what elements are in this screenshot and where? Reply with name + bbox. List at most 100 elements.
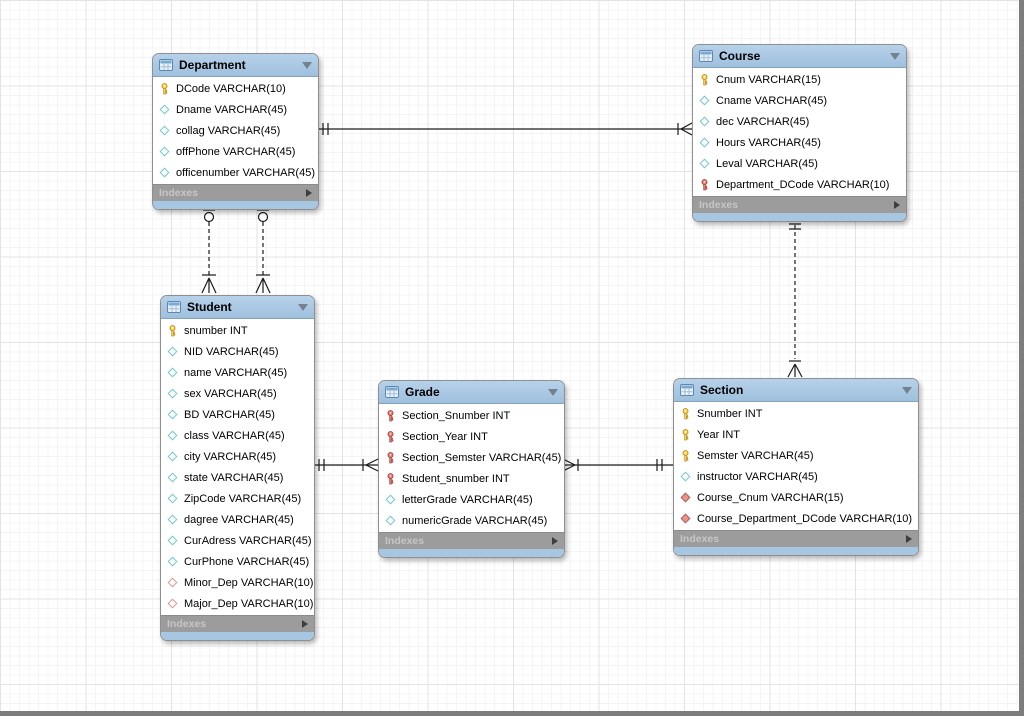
column-row[interactable]: BD VARCHAR(45) [161, 404, 314, 425]
relationship-student-grade[interactable] [313, 458, 379, 472]
column-row[interactable]: Cnum VARCHAR(15) [693, 69, 906, 90]
relationship-course-section[interactable] [787, 218, 803, 378]
column-row[interactable]: Year INT [674, 424, 918, 445]
column-row[interactable]: Minor_Dep VARCHAR(10) [161, 572, 314, 593]
column-label: name VARCHAR(45) [184, 366, 288, 379]
indexes-footer[interactable]: Indexes [693, 196, 906, 213]
column-row[interactable]: collag VARCHAR(45) [153, 120, 318, 141]
column-row[interactable]: Course_Department_DCode VARCHAR(10) [674, 508, 918, 529]
indexes-footer[interactable]: Indexes [674, 530, 918, 547]
column-row[interactable]: numericGrade VARCHAR(45) [379, 510, 564, 531]
collapse-arrow-icon[interactable] [902, 386, 912, 394]
column-icon [166, 430, 179, 441]
indexes-expand-icon[interactable] [306, 189, 312, 197]
table-title: Section [700, 383, 744, 397]
column-row[interactable]: Section_Snumber INT [379, 405, 564, 426]
column-row[interactable]: dagree VARCHAR(45) [161, 509, 314, 530]
column-label: Dname VARCHAR(45) [176, 103, 288, 116]
table-header[interactable]: Course [693, 45, 906, 68]
column-row[interactable]: Section_Year INT [379, 426, 564, 447]
column-row[interactable]: Hours VARCHAR(45) [693, 132, 906, 153]
column-row[interactable]: offPhone VARCHAR(45) [153, 141, 318, 162]
indexes-footer[interactable]: Indexes [153, 184, 318, 201]
indexes-footer[interactable]: Indexes [161, 615, 314, 632]
foreign-key-icon [166, 577, 179, 588]
column-row[interactable]: name VARCHAR(45) [161, 362, 314, 383]
column-label: Student_snumber INT [402, 472, 510, 485]
column-row[interactable]: Semster VARCHAR(45) [674, 445, 918, 466]
column-row[interactable]: class VARCHAR(45) [161, 425, 314, 446]
column-icon [698, 158, 711, 169]
column-row[interactable]: Student_snumber INT [379, 468, 564, 489]
column-row[interactable]: officenumber VARCHAR(45) [153, 162, 318, 183]
relationship-section-grade[interactable] [562, 458, 673, 472]
primary-foreign-key-icon [698, 178, 711, 191]
column-icon [698, 95, 711, 106]
column-label: Course_Department_DCode VARCHAR(10) [697, 512, 912, 525]
column-label: Cnum VARCHAR(15) [716, 73, 821, 86]
column-row[interactable]: DCode VARCHAR(10) [153, 78, 318, 99]
table-header[interactable]: Department [153, 54, 318, 77]
primary-key-icon [698, 73, 711, 86]
column-row[interactable]: snumber INT [161, 320, 314, 341]
column-row[interactable]: Course_Cnum VARCHAR(15) [674, 487, 918, 508]
indexes-expand-icon[interactable] [552, 537, 558, 545]
column-row[interactable]: state VARCHAR(45) [161, 467, 314, 488]
column-row[interactable]: Snumber INT [674, 403, 918, 424]
collapse-arrow-icon[interactable] [298, 303, 308, 311]
collapse-arrow-icon[interactable] [302, 61, 312, 69]
canvas-right-edge [1019, 0, 1024, 716]
indexes-expand-icon[interactable] [302, 620, 308, 628]
indexes-expand-icon[interactable] [906, 535, 912, 543]
column-row[interactable]: ZipCode VARCHAR(45) [161, 488, 314, 509]
column-label: numericGrade VARCHAR(45) [402, 514, 548, 527]
table-columns: Cnum VARCHAR(15) Cname VARCHAR(45)dec VAR… [693, 68, 906, 196]
column-label: Section_Semster VARCHAR(45) [402, 451, 562, 464]
collapse-arrow-icon[interactable] [890, 52, 900, 60]
table-student[interactable]: Student snumber INT NID VARCHAR(45) name VA… [160, 295, 315, 641]
column-row[interactable]: city VARCHAR(45) [161, 446, 314, 467]
column-row[interactable]: Cname VARCHAR(45) [693, 90, 906, 111]
table-header[interactable]: Section [674, 379, 918, 402]
indexes-label: Indexes [159, 187, 199, 199]
column-row[interactable]: Department_DCode VARCHAR(10) [693, 174, 906, 195]
indexes-expand-icon[interactable] [894, 201, 900, 209]
column-row[interactable]: CurPhone VARCHAR(45) [161, 551, 314, 572]
relationship-department-course[interactable] [317, 122, 693, 136]
column-label: dagree VARCHAR(45) [184, 513, 294, 526]
column-icon [166, 472, 179, 483]
foreign-key-notnull-icon [679, 492, 692, 503]
column-row[interactable]: dec VARCHAR(45) [693, 111, 906, 132]
relationship-department-student-major[interactable] [255, 209, 271, 294]
table-header[interactable]: Student [161, 296, 314, 319]
indexes-footer[interactable]: Indexes [379, 532, 564, 549]
table-title: Grade [405, 385, 440, 399]
column-label: DCode VARCHAR(10) [176, 82, 286, 95]
table-header[interactable]: Grade [379, 381, 564, 404]
column-row[interactable]: Leval VARCHAR(45) [693, 153, 906, 174]
table-bottom-strip [153, 201, 318, 209]
column-row[interactable]: CurAdress VARCHAR(45) [161, 530, 314, 551]
column-row[interactable]: letterGrade VARCHAR(45) [379, 489, 564, 510]
table-columns: DCode VARCHAR(10) Dname VARCHAR(45) collag… [153, 77, 318, 184]
relationship-department-student-minor[interactable] [201, 209, 217, 294]
collapse-arrow-icon[interactable] [548, 388, 558, 396]
table-title: Student [187, 300, 232, 314]
column-row[interactable]: Major_Dep VARCHAR(10) [161, 593, 314, 614]
column-row[interactable]: Dname VARCHAR(45) [153, 99, 318, 120]
column-row[interactable]: NID VARCHAR(45) [161, 341, 314, 362]
column-label: snumber INT [184, 324, 248, 337]
column-row[interactable]: sex VARCHAR(45) [161, 383, 314, 404]
column-icon [166, 346, 179, 357]
foreign-key-notnull-icon [679, 513, 692, 524]
indexes-label: Indexes [385, 535, 425, 547]
column-row[interactable]: instructor VARCHAR(45) [674, 466, 918, 487]
column-icon [166, 367, 179, 378]
column-row[interactable]: Section_Semster VARCHAR(45) [379, 447, 564, 468]
